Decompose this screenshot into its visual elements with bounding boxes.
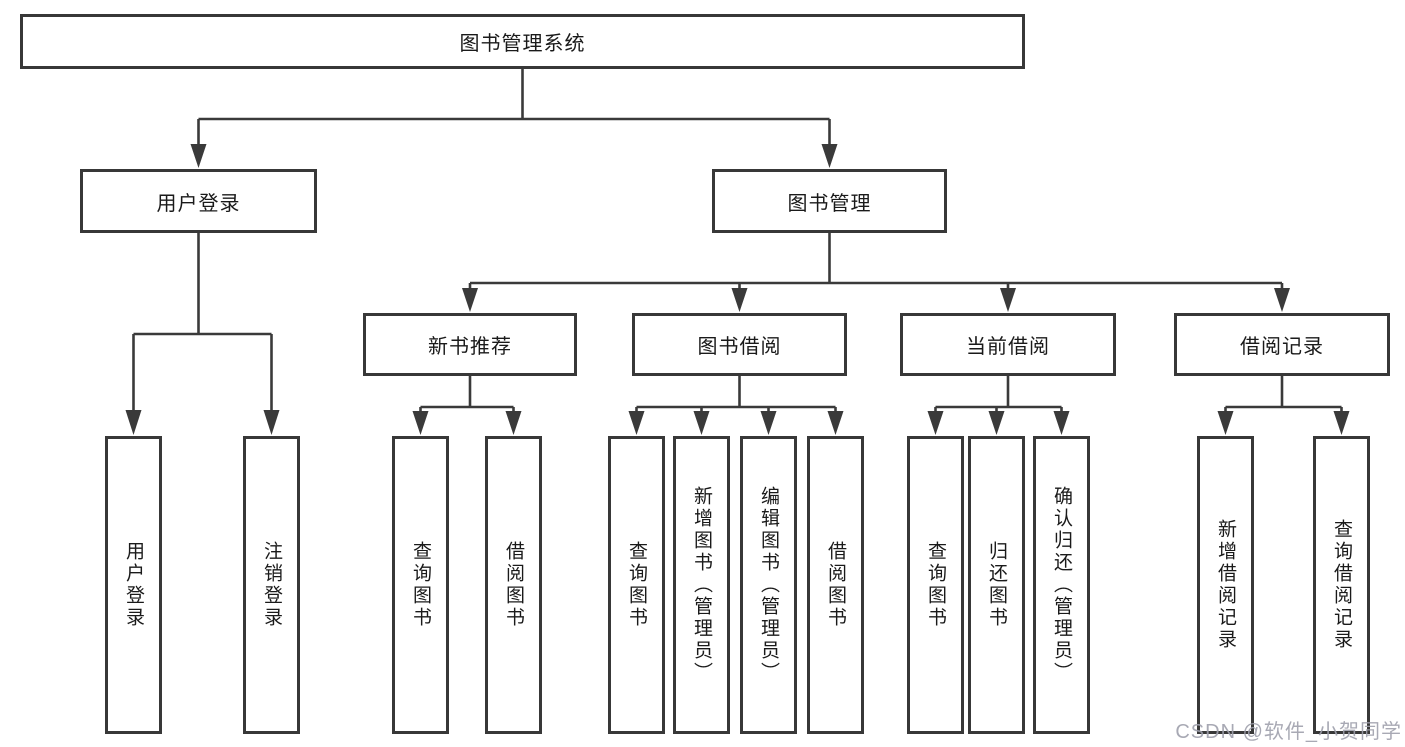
node-leaf-add-borrow-record: 新增借阅记录	[1197, 436, 1254, 734]
node-label: 借阅图书	[503, 541, 524, 629]
node-label: 查询借阅记录	[1331, 519, 1352, 651]
node-new-book-recommend: 新书推荐	[363, 313, 577, 376]
node-label: 查询图书	[626, 541, 647, 629]
node-leaf-add-book-admin: 新增图书（管理员）	[673, 436, 730, 734]
node-label: 确认归还（管理员）	[1051, 486, 1072, 684]
node-leaf-confirm-return-admin: 确认归还（管理员）	[1033, 436, 1090, 734]
node-label: 用户登录	[123, 541, 144, 629]
node-user-login: 用户登录	[80, 169, 317, 233]
node-leaf-query-borrow-record: 查询借阅记录	[1313, 436, 1370, 734]
csdn-watermark: CSDN @软件_小贺同学	[1175, 721, 1402, 743]
node-root-system: 图书管理系统	[20, 14, 1025, 69]
node-book-management: 图书管理	[712, 169, 947, 233]
node-leaf-return-book: 归还图书	[968, 436, 1025, 734]
node-label: 借阅记录	[1240, 336, 1324, 358]
node-label: 查询图书	[925, 541, 946, 629]
node-label: 新增图书（管理员）	[691, 486, 712, 684]
node-leaf-user-login: 用户登录	[105, 436, 162, 734]
node-leaf-query-book-cur: 查询图书	[907, 436, 964, 734]
node-label: 查询图书	[410, 541, 431, 629]
node-label: 图书管理	[787, 192, 872, 215]
node-leaf-logout: 注销登录	[243, 436, 300, 734]
node-leaf-query-book: 查询图书	[608, 436, 665, 734]
node-borrow-records: 借阅记录	[1174, 313, 1390, 376]
node-leaf-query-book-rec: 查询图书	[392, 436, 449, 734]
node-leaf-edit-book-admin: 编辑图书（管理员）	[740, 436, 797, 734]
node-label: 编辑图书（管理员）	[758, 486, 779, 684]
node-leaf-borrow-book: 借阅图书	[807, 436, 864, 734]
node-label: 当前借阅	[966, 336, 1050, 358]
node-label: 借阅图书	[825, 541, 846, 629]
node-label: 注销登录	[261, 541, 282, 629]
node-label: 归还图书	[986, 541, 1007, 629]
node-label: 新书推荐	[428, 336, 512, 358]
node-label: 图书借阅	[697, 336, 782, 358]
node-label: 图书管理系统	[459, 33, 586, 55]
node-leaf-borrow-book-rec: 借阅图书	[485, 436, 542, 734]
node-label: 用户登录	[156, 192, 241, 215]
node-book-borrow: 图书借阅	[632, 313, 847, 376]
node-label: 新增借阅记录	[1215, 519, 1236, 651]
node-current-borrow: 当前借阅	[900, 313, 1116, 376]
